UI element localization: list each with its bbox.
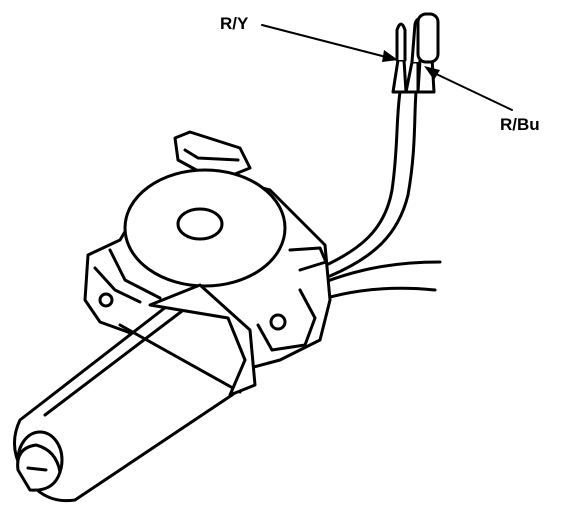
label-arrows	[261, 24, 513, 111]
wire-connector	[391, 12, 440, 94]
label-red-yellow: R/Y	[220, 14, 249, 33]
label-red-blue: R/Bu	[500, 115, 540, 134]
motor-body	[13, 283, 257, 503]
